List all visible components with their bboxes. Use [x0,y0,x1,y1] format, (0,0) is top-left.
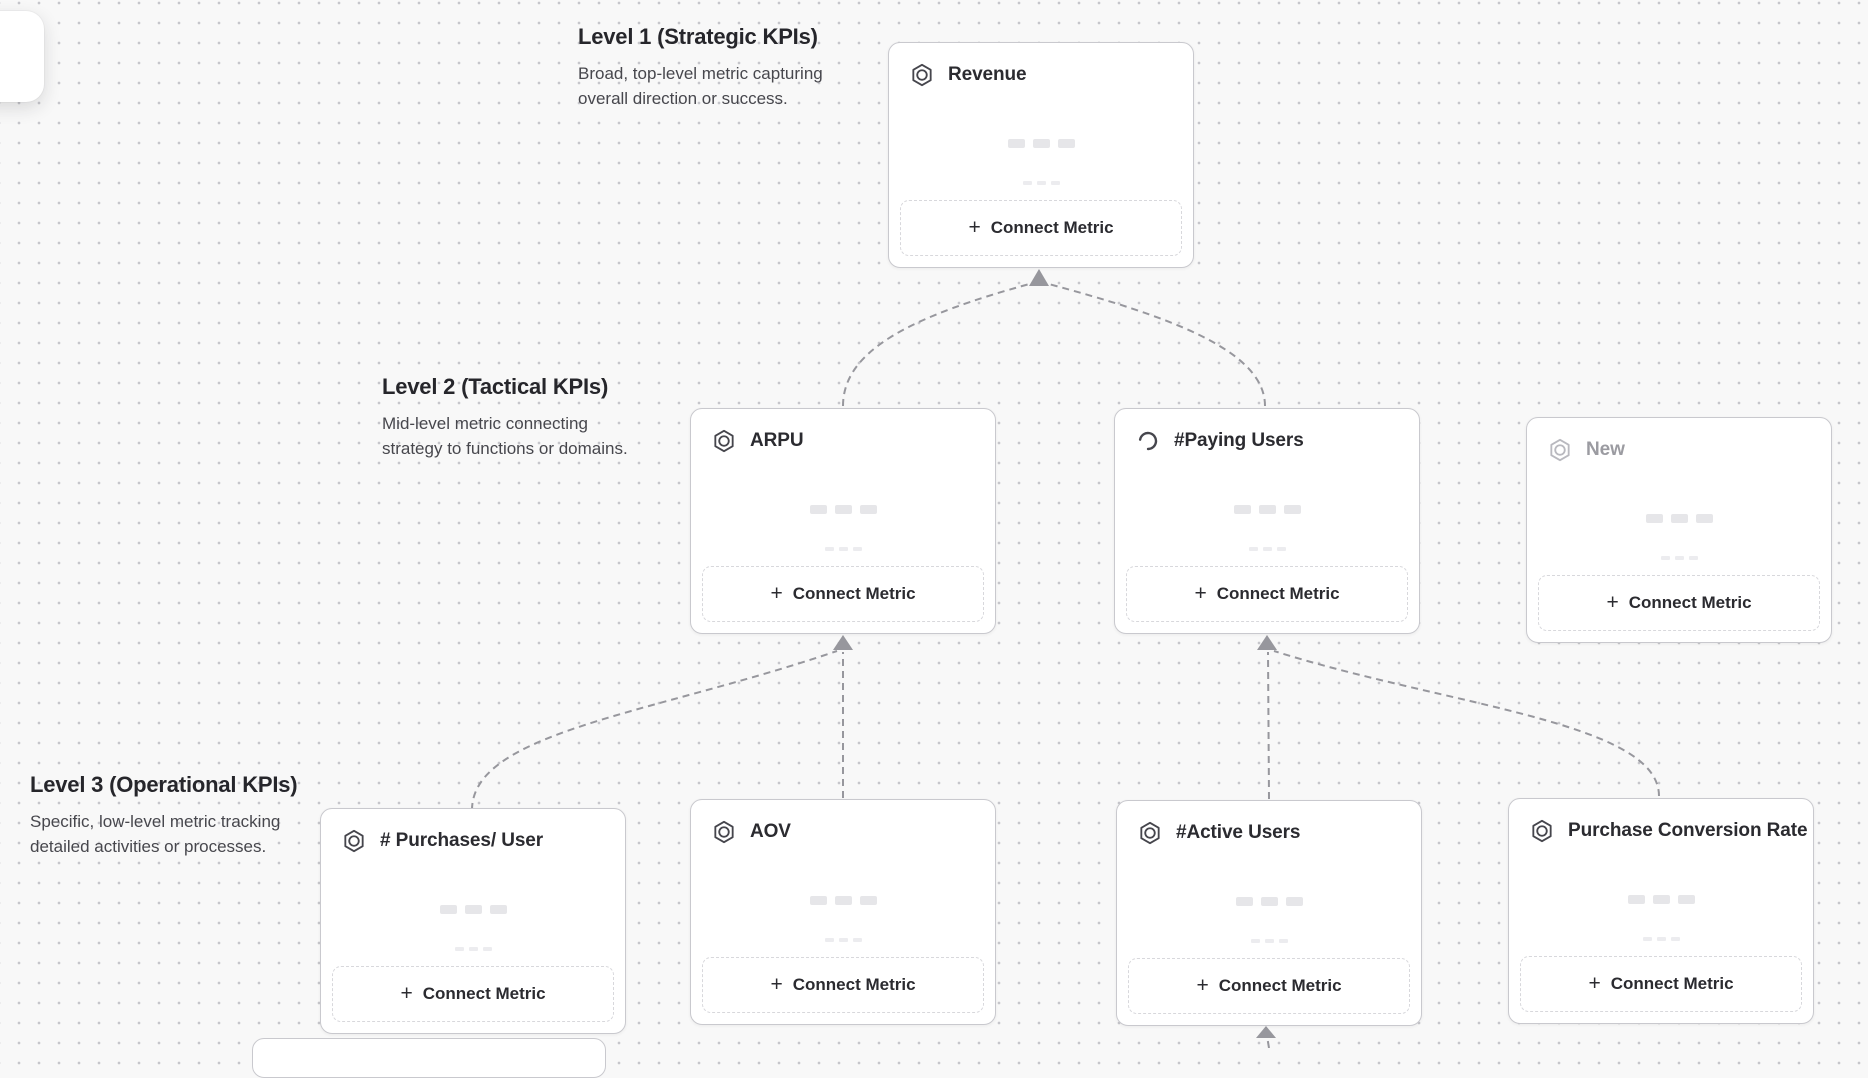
connect-metric-label: Connect Metric [1216,584,1340,603]
connector-arpu-to-revenue [842,282,1034,407]
card-header: ARPU [691,409,995,454]
connect-metric-label: Connect Metric [1610,974,1734,993]
metric-card-partial-offscreen[interactable] [252,1038,606,1078]
metric-card-paying-users[interactable]: #Paying Users + Connect Metric [1114,408,1420,634]
arrowhead-revenue [1029,269,1049,286]
connect-metric-label: Connect Metric [422,984,546,1003]
card-title: New [1586,439,1625,460]
level2-label: Level 2 (Tactical KPIs) Mid-level metric… [382,374,628,461]
metric-card-purchases-per-user[interactable]: # Purchases/ User + Connect Metric [320,808,626,1034]
hexagon-metric-icon [1547,437,1573,463]
skeleton-row [321,905,625,914]
connector-activeusers-to-payingusers [1267,651,1270,800]
metric-card-active-users[interactable]: #Active Users + Connect Metric [1116,800,1422,1026]
connect-metric-button[interactable]: + Connect Metric [702,957,984,1013]
connect-metric-button[interactable]: + Connect Metric [900,200,1182,256]
card-title: Revenue [948,64,1027,85]
plus-icon: + [1194,581,1207,605]
skeleton-row [1509,937,1813,941]
plus-icon: + [770,581,783,605]
skeleton-row [691,938,995,942]
connect-metric-label: Connect Metric [1628,593,1752,612]
card-title: Purchase Conversion Rate [1568,820,1808,841]
skeleton-row [889,139,1193,148]
card-title: ARPU [750,430,804,451]
level3-label: Level 3 (Operational KPIs) Specific, low… [30,772,298,859]
card-title: #Paying Users [1174,430,1304,451]
connect-metric-button[interactable]: + Connect Metric [1128,958,1410,1014]
level1-title: Level 1 (Strategic KPIs) [578,24,818,49]
metric-card-new[interactable]: New + Connect Metric [1526,417,1832,643]
metric-card-revenue[interactable]: Revenue + Connect Metric [888,42,1194,268]
plus-icon: + [968,215,981,239]
level3-description: Specific, low-level metric tracking deta… [30,812,281,856]
plus-icon: + [1588,971,1601,995]
arrowhead-activeusers [1256,1026,1276,1038]
loading-spinner-icon [1135,428,1161,454]
card-header: New [1527,418,1831,463]
card-title: AOV [750,821,791,842]
card-header: AOV [691,800,995,845]
level1-description: Broad, top-level metric capturing overal… [578,64,823,108]
card-header: #Paying Users [1115,409,1419,454]
connect-metric-button[interactable]: + Connect Metric [1538,575,1820,631]
connector-pcr-to-payingusers [1273,650,1660,797]
skeleton-row [1115,547,1419,551]
skeleton-row [691,896,995,905]
connect-metric-button[interactable]: + Connect Metric [1126,566,1408,622]
skeleton-row [1117,897,1421,906]
connector-offscreen-to-activeusers [1266,1035,1270,1048]
metric-card-aov[interactable]: AOV + Connect Metric [690,799,996,1025]
skeleton-row [889,181,1193,185]
level2-title: Level 2 (Tactical KPIs) [382,374,609,399]
level2-description: Mid-level metric connecting strategy to … [382,414,628,458]
hexagon-metric-icon [1137,820,1163,846]
plus-icon: + [770,972,783,996]
card-title: # Purchases/ User [380,830,544,851]
card-header: Revenue [889,43,1193,88]
level1-label: Level 1 (Strategic KPIs) Broad, top-leve… [578,24,823,111]
skeleton-row [321,947,625,951]
card-header: Purchase Conversion Rate [1509,799,1813,844]
arrowhead-arpu [833,635,853,650]
connect-metric-label: Connect Metric [1218,976,1342,995]
connect-metric-button[interactable]: + Connect Metric [332,966,614,1022]
level3-title: Level 3 (Operational KPIs) [30,772,298,797]
hexagon-metric-icon [711,819,737,845]
connect-metric-button[interactable]: + Connect Metric [1520,956,1802,1012]
hexagon-metric-icon [711,428,737,454]
metric-card-arpu[interactable]: ARPU + Connect Metric [690,408,996,634]
skeleton-row [1527,514,1831,523]
skeleton-row [691,547,995,551]
hexagon-metric-icon [341,828,367,854]
skeleton-row [1115,505,1419,514]
skeleton-row [691,505,995,514]
plus-icon: + [1196,973,1209,997]
card-title: #Active Users [1176,822,1301,843]
connect-metric-label: Connect Metric [990,218,1114,237]
skeleton-row [1527,556,1831,560]
floating-toolbar-panel[interactable] [0,11,44,102]
arrowhead-payingusers [1257,635,1277,650]
connector-purchases-to-arpu [471,650,838,811]
skeleton-row [1117,939,1421,943]
connector-payingusers-to-revenue [1044,282,1266,407]
skeleton-row [1509,895,1813,904]
card-header: # Purchases/ User [321,809,625,854]
plus-icon: + [1606,590,1619,614]
metric-card-purchase-conversion-rate[interactable]: Purchase Conversion Rate + Connect Metri… [1508,798,1814,1024]
connect-metric-label: Connect Metric [792,584,916,603]
card-header: #Active Users [1117,801,1421,846]
hexagon-metric-icon [909,62,935,88]
connect-metric-button[interactable]: + Connect Metric [702,566,984,622]
connect-metric-label: Connect Metric [792,975,916,994]
plus-icon: + [400,981,413,1005]
hexagon-metric-icon [1529,818,1555,844]
